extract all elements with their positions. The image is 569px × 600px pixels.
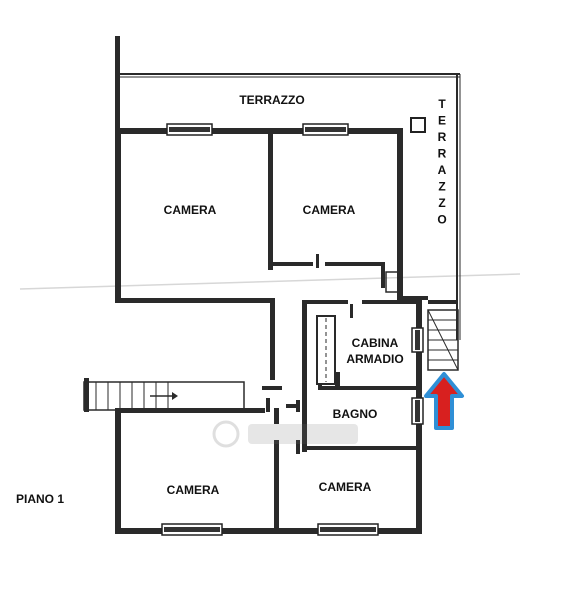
terrace-side-letter: O	[437, 213, 446, 227]
scan-fold-line	[19, 273, 521, 290]
cabina-label: CABINA	[352, 336, 399, 350]
camera-top-right-label: CAMERA	[303, 203, 356, 217]
terrace-side-letter: T	[438, 97, 446, 111]
upper-windows	[166, 123, 349, 136]
terrace-square-icon	[410, 117, 426, 133]
terrace-top-label: TERRAZZO	[239, 93, 304, 107]
terrace-side-letter: A	[438, 163, 447, 177]
bagno-label: BAGNO	[333, 407, 378, 421]
camera-bottom-right-label: CAMERA	[319, 480, 372, 494]
watermark-logo	[212, 420, 358, 448]
lower-walls	[83, 378, 422, 534]
terrace-side-letter: Z	[438, 196, 445, 210]
floor-label: PIANO 1	[16, 492, 64, 506]
camera-bottom-left-label: CAMERA	[167, 483, 220, 497]
lower-windows	[161, 523, 379, 536]
terrace-outline	[115, 36, 461, 340]
terrace-side-letter: R	[438, 147, 447, 161]
terrace-side-letter: Z	[438, 180, 445, 194]
terrace-side-letter: E	[438, 114, 446, 128]
terrace-side-label: TERRAZZO	[437, 97, 446, 227]
upper-walls	[115, 128, 403, 380]
camera-top-left-label: CAMERA	[164, 203, 217, 217]
right-stair	[385, 271, 459, 425]
terrace-side-letter: R	[438, 130, 447, 144]
armadio-label: ARMADIO	[346, 352, 403, 366]
entrance-arrow-icon	[424, 372, 464, 430]
